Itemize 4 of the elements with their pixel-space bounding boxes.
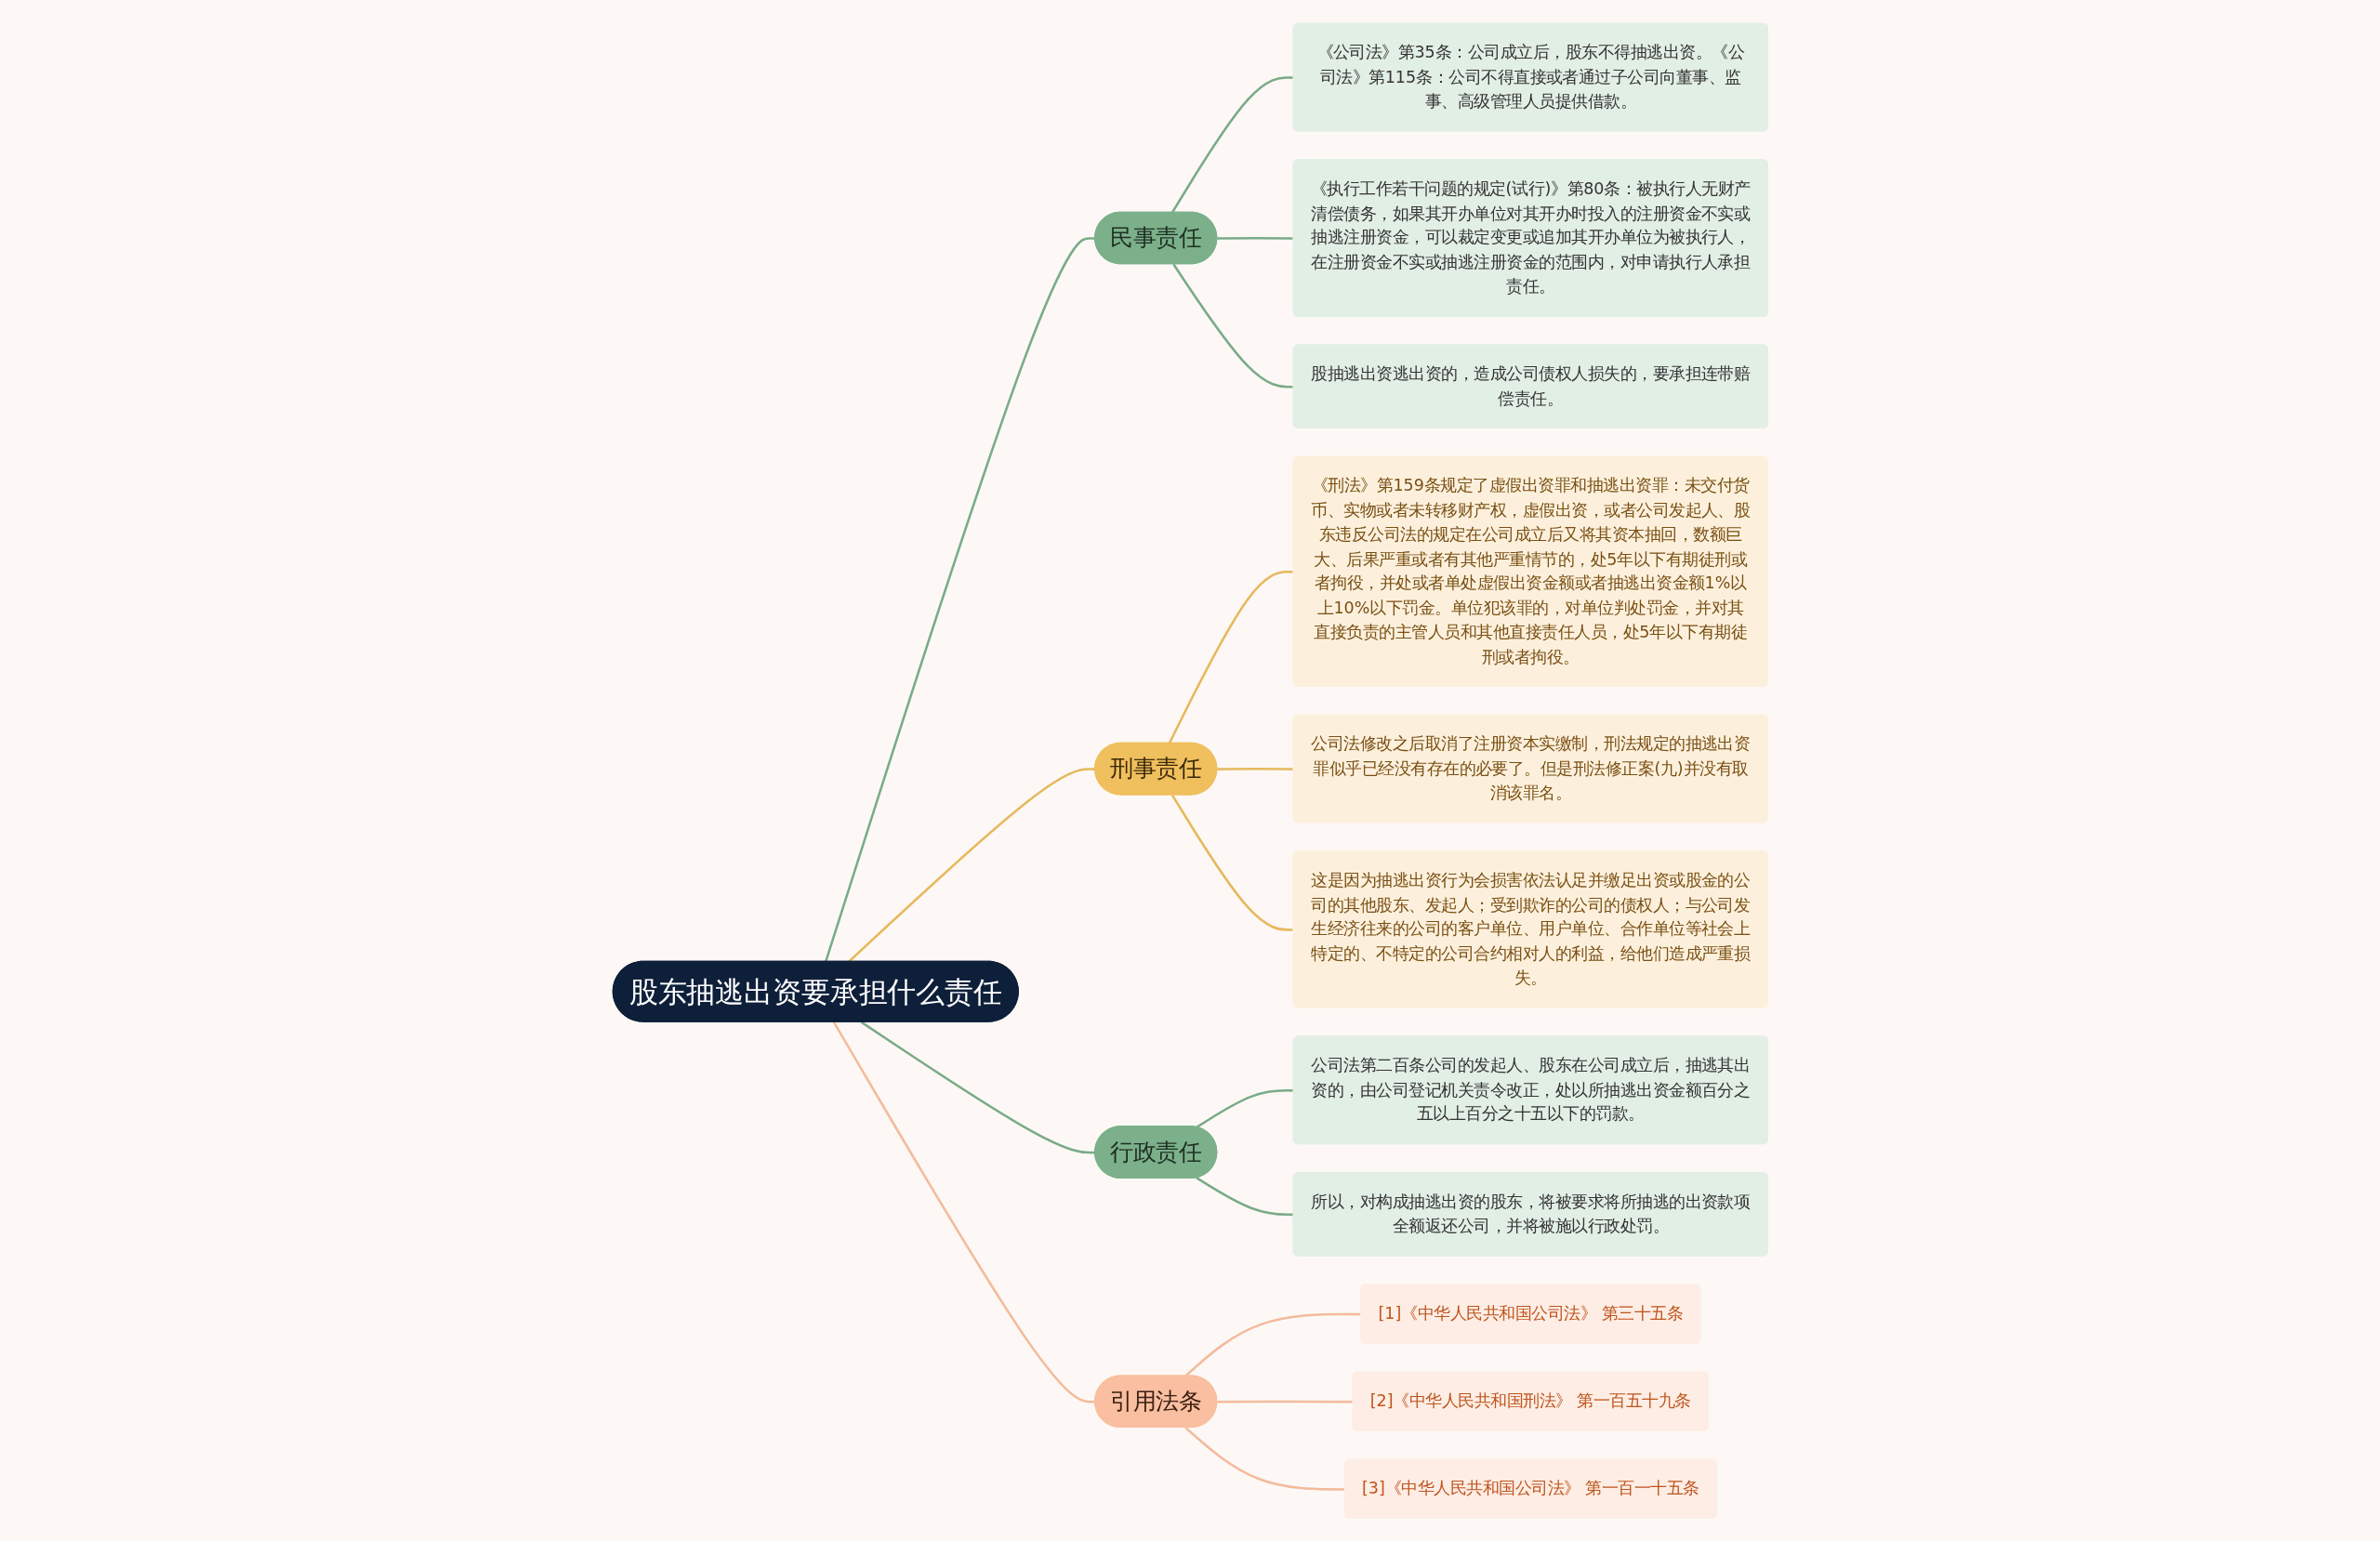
connector (860, 1021, 1095, 1153)
connector (824, 236, 1095, 962)
connector (1183, 1426, 1345, 1491)
connector (832, 1021, 1095, 1403)
